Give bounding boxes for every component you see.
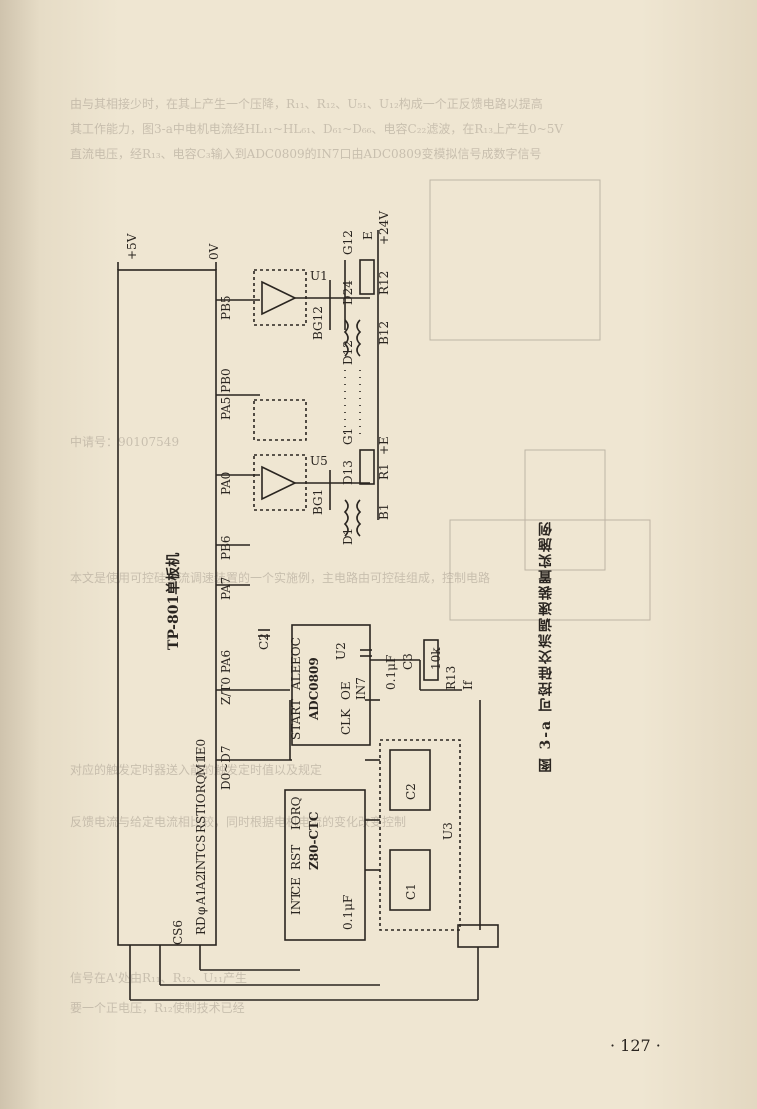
pin-pb6: PB6 bbox=[219, 535, 233, 560]
d24-label: D24 bbox=[341, 280, 355, 305]
c3-label: C3 bbox=[401, 653, 415, 670]
pin-m1: M1 bbox=[194, 756, 208, 776]
pin-rd: RD bbox=[194, 916, 208, 935]
u3-c1: C1 bbox=[404, 883, 418, 900]
u3-box bbox=[379, 739, 461, 931]
plus-e-label: +E bbox=[377, 436, 391, 455]
adc-pin-eoc: EOC bbox=[289, 637, 303, 665]
r13-label: R13 bbox=[444, 666, 458, 690]
figure-caption: 图 3-a 可控硅交流调速装置实施例 bbox=[538, 520, 554, 773]
bleed-through-line: 本文是使用可控硅交流调速装置的一个实施例，主电路由可控硅组成，控制电路 bbox=[70, 571, 491, 585]
d12-label: D12 bbox=[341, 340, 355, 365]
pin-ie0: IE0 bbox=[194, 739, 208, 760]
u5-buffer-symbol bbox=[261, 465, 297, 501]
r12-resistor bbox=[359, 259, 375, 295]
g12-label: G12 bbox=[341, 230, 355, 255]
bleed-through-line: 中请号：90107549 bbox=[70, 435, 180, 449]
u5-label: U5 bbox=[310, 454, 328, 468]
cap2-label: 0.1μF bbox=[341, 895, 355, 930]
u3-ff2 bbox=[389, 749, 431, 811]
power-supply-box bbox=[457, 924, 499, 948]
bg1-label: BG1 bbox=[311, 489, 325, 515]
r13-resistor bbox=[423, 639, 439, 681]
bleed-through-line: 直流电压，经R₁₃、电容C₃输入到ADC0809的IN7口由ADC0809变模拟… bbox=[70, 147, 542, 161]
bleed-through-line: 信号在A'处由R₁₁、R₁₂、U₁₁产生 bbox=[70, 971, 248, 985]
adc-pin-clk: CLK bbox=[339, 708, 353, 735]
b12-transformer bbox=[343, 319, 349, 357]
plus24-label: +24V bbox=[377, 211, 391, 245]
bg12-label: BG12 bbox=[311, 306, 325, 340]
bleed-through-line: 要一个正电压，R₁₂使制技术已经 bbox=[70, 1001, 245, 1015]
adc-pin-in7: IN7 bbox=[354, 677, 368, 700]
pin-pb5: PB5 bbox=[219, 295, 233, 320]
input-label: If bbox=[461, 679, 475, 690]
pin-d0-d7: D0~D7 bbox=[219, 745, 233, 790]
pin-a1: A1 bbox=[194, 889, 208, 906]
e-label: E bbox=[361, 231, 375, 240]
adc-pin-oe: OE bbox=[339, 681, 353, 700]
z80-ctc-box bbox=[284, 789, 366, 941]
pin-cs: CS bbox=[194, 835, 208, 852]
bleed-through-line: 对应的触发定时器送入前的触发定时值以及规定 bbox=[70, 763, 323, 777]
r1-resistor bbox=[359, 449, 375, 485]
supply-plus-label: +5V bbox=[125, 233, 139, 260]
b12-label: B12 bbox=[377, 321, 391, 345]
u3-ff1 bbox=[389, 849, 431, 911]
u3-label: U3 bbox=[441, 822, 455, 840]
r12-label: R12 bbox=[377, 271, 391, 295]
bleed-through-line: 由与其相接少时，在其上产生一个压降，R₁₁、R₁₂、U₅₁、U₁₂构成一个正反馈… bbox=[70, 97, 543, 111]
r1-label: R1 bbox=[377, 463, 391, 480]
u1-buffer-symbol bbox=[261, 280, 297, 316]
b1-transformer bbox=[343, 499, 349, 537]
board-title: TP-801单板机 bbox=[165, 553, 182, 650]
adc-pin-start: START bbox=[289, 699, 303, 740]
adc-pin-ale: ALE bbox=[289, 665, 303, 691]
bleed-through-line: 其工作能力，图3-a中电机电流经HL₁₁~HL₆₁、D₆₁~D₆₆、电容C₂₂滤… bbox=[70, 122, 563, 136]
pin-iorq: IORQ bbox=[194, 774, 208, 808]
ctc-pin-int: INT bbox=[289, 892, 303, 915]
u2-label: U2 bbox=[334, 642, 348, 660]
c2-label: C2 bbox=[257, 633, 271, 650]
res-label: 10k bbox=[429, 647, 443, 670]
pin-rst: RST bbox=[194, 808, 208, 833]
d1-label: D1 bbox=[341, 528, 355, 545]
pin-cs6: CS6 bbox=[171, 920, 185, 945]
pin-a2: A2 bbox=[194, 874, 208, 891]
adc-label: ADC0809 bbox=[307, 657, 321, 721]
pin-pa7: PA7 bbox=[219, 577, 233, 600]
page-number: · 127 · bbox=[610, 1036, 661, 1055]
pin-zt0-pa6: Z/T0 PA6 bbox=[219, 650, 233, 705]
pin-int: INT bbox=[194, 852, 208, 875]
u3-c2: C2 bbox=[404, 783, 418, 800]
ctc-pin-ce: CE bbox=[289, 877, 303, 895]
ctc-pin-iorq: IORQ bbox=[289, 796, 303, 830]
pin-pa0: PA0 bbox=[219, 472, 233, 495]
ctc-label: Z80-CTC bbox=[307, 812, 321, 870]
u1-label: U1 bbox=[310, 269, 328, 283]
d13-label: D13 bbox=[341, 460, 355, 485]
supply-zero-label: 0V bbox=[207, 243, 221, 260]
bleed-through-line: 反馈电流与给定电流相比较，同时根据电机电流的变化改变控制 bbox=[70, 815, 407, 829]
g1-label: G1 bbox=[341, 428, 355, 445]
cap1-label: 0.1μF bbox=[384, 655, 398, 690]
tp801-board-box bbox=[117, 269, 217, 946]
pin-phi: φ bbox=[194, 907, 208, 915]
b1-label: B1 bbox=[377, 504, 391, 520]
ctc-pin-rst: RST bbox=[289, 845, 303, 870]
adc0809-box bbox=[291, 624, 371, 746]
pin-pa5-pb0: PA5 PB0 bbox=[219, 368, 233, 420]
